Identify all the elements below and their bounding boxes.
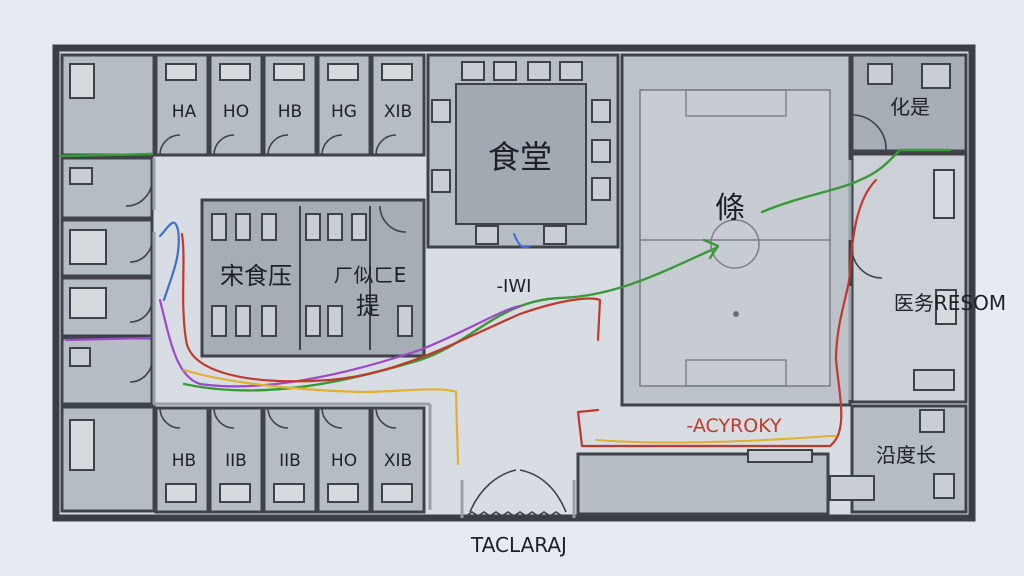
canteen-label: 食堂 [488, 138, 552, 176]
storage-shelf [747, 449, 813, 463]
route-yellow [182, 368, 460, 466]
room-label-top-4: HG [331, 102, 357, 122]
room-label-bottom-5: XIB [384, 451, 412, 471]
room-label-top-1: HA [172, 102, 197, 122]
storage-hall [576, 452, 830, 516]
classroom-block [200, 198, 426, 358]
classroom-label-right-2: 提 [356, 292, 380, 320]
principal-office-label: 沿度长 [876, 443, 936, 467]
routes [58, 148, 952, 466]
bottom-dorm-rooms [154, 406, 426, 514]
route-green-arrow [702, 238, 720, 260]
sports-field-label: 條 [715, 191, 745, 226]
room-label-bottom-2: IIB [225, 451, 247, 471]
classroom-label-right-1: ㄏ似ㄈE [334, 263, 407, 287]
route-blue [158, 221, 180, 302]
entrance-gate [465, 469, 567, 517]
room-label-top-3: HB [278, 102, 302, 122]
left-rooms [60, 53, 156, 513]
room-label-bottom-4: HO [331, 451, 357, 471]
room-label-bottom-1: HB [172, 451, 196, 471]
sports-field [620, 53, 852, 407]
room-label-bottom-3: IIB [279, 451, 301, 471]
canteen [426, 53, 620, 249]
route-blue-2 [513, 233, 531, 249]
medical-room-label: 医务RESOM [894, 291, 1006, 315]
route-yellow-2 [595, 435, 837, 444]
corridor-label-2: -ACYROKY [686, 415, 782, 437]
corridor-label: -IWI [497, 276, 532, 297]
classroom-label-left: 宋食压 [220, 262, 292, 290]
room-label-top-2: HO [223, 102, 249, 122]
office-label: 化是 [890, 95, 930, 119]
corridor-walls [152, 158, 852, 518]
route-red [180, 178, 878, 448]
entrance-label: TACLARAJ [470, 533, 567, 557]
route-purple [64, 298, 522, 388]
outer-wall [52, 44, 976, 522]
room-label-top-5: XIB [384, 102, 412, 122]
right-rooms [829, 53, 968, 514]
top-dorm-rooms [154, 53, 426, 157]
